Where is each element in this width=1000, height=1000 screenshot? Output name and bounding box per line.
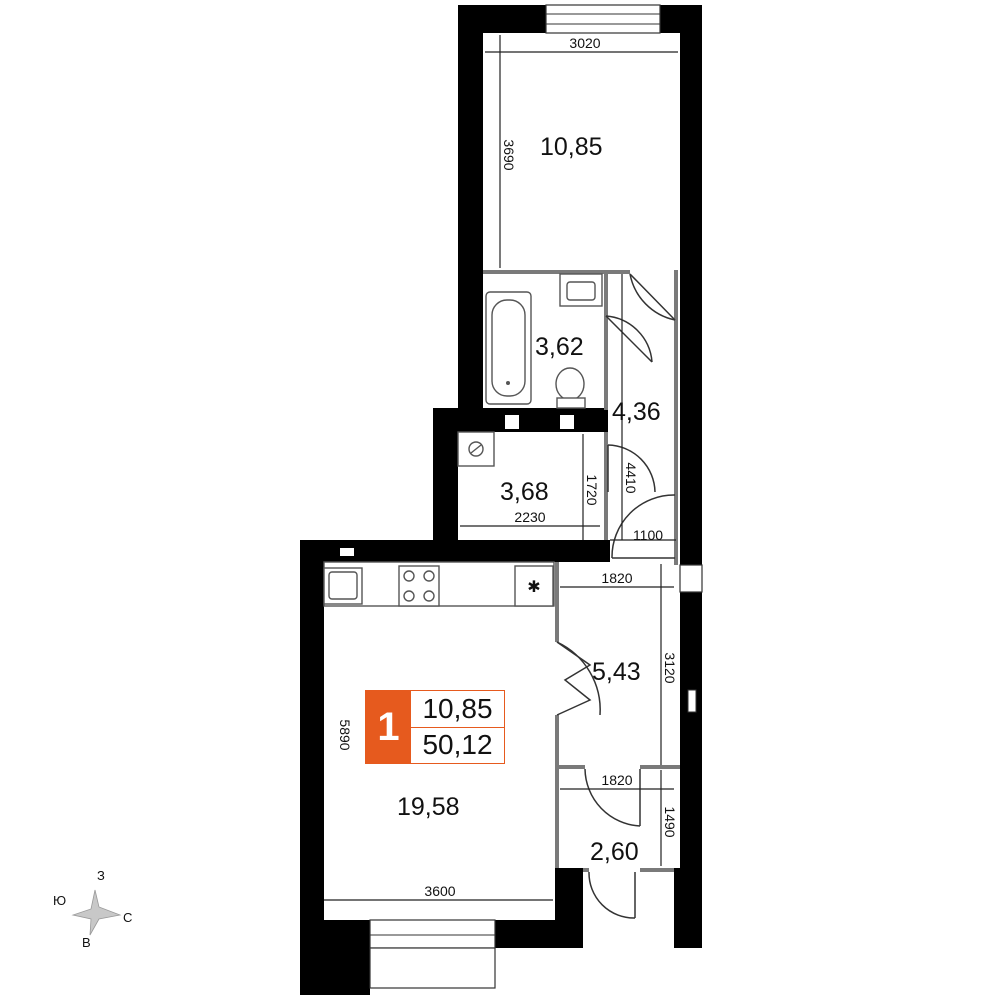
rooms-count-badge: 1 [366,691,411,763]
fridge-icon: ✱ [527,579,540,596]
dimension-lines [324,35,678,901]
compass-east-label: С [123,910,132,925]
apartment-badge: 1 10,85 50,12 [365,690,505,764]
compass-north-label: З [97,868,105,883]
boiler [457,431,495,467]
room-area-bedroom: 10,85 [540,133,603,161]
dim-hall-width: 1820 [601,570,632,586]
bathroom-sink [559,273,603,307]
room-area-bathroom: 3,62 [535,333,584,361]
dim-bedroom-length: 3690 [501,139,517,170]
dim-vestibule-width: 1820 [601,772,632,788]
dim-utility-width: 2230 [514,509,545,525]
bathtub [485,291,532,405]
room-area-vestibule: 2,60 [590,838,639,866]
badge-living-area: 10,85 [411,691,504,728]
dim-bedroom-width: 3020 [569,35,600,51]
room-area-corridor: 4,36 [612,398,661,426]
badge-areas: 10,85 50,12 [411,691,504,763]
dim-living-width: 3600 [424,883,455,899]
bathroom-marks [340,415,574,556]
dim-living-length: 5890 [337,719,353,750]
room-area-utility: 3,68 [500,478,549,506]
room-area-living: 19,58 [397,793,460,821]
dim-hall-length: 3120 [662,652,678,683]
dim-utility-height: 1720 [584,474,600,505]
dim-corridor-length: 4410 [623,462,639,493]
compass-west-label: Ю [53,893,66,908]
windows [369,4,703,989]
dim-vestibule-length: 1490 [662,806,678,837]
doors [556,273,676,919]
badge-total-area: 50,12 [422,729,493,761]
dim-corridor-width: 1100 [633,527,663,543]
toilet [555,367,586,409]
room-area-hall: 5,43 [592,658,641,686]
compass: З С В Ю [53,868,132,950]
compass-south-label: В [82,935,91,950]
walls [300,5,702,995]
kitchen-counter: ✱ [323,561,555,607]
partitions [483,270,680,872]
